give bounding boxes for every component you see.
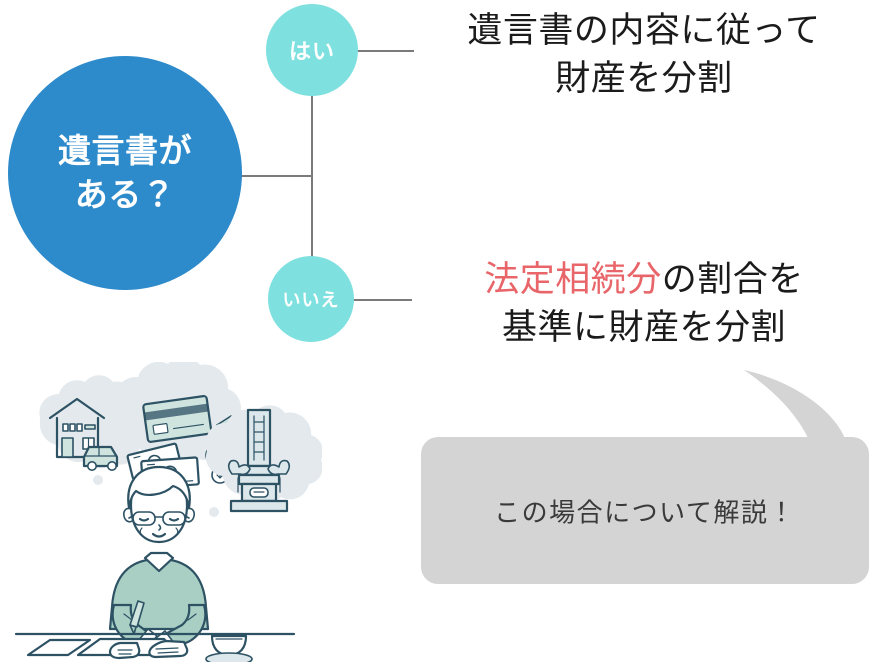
thought-bubble-grave-icon [206,405,322,517]
outcome-yes-line1: 遺言書の内容に従って [467,11,821,50]
outcome-no-line1: 法定相続分の割合を [411,256,877,304]
branch-badge-yes: はい [266,4,358,96]
question-node-label-line1: 遺言書が [58,132,192,170]
outcome-no-line2: 基準に財産を分割 [501,308,786,348]
outcome-no: 法定相続分の割合を 基準に財産を分割 [411,256,877,353]
speech-bubble-tail-icon [744,370,848,452]
outcome-no-highlight: 法定相続分 [484,260,662,299]
connector-question-to-trunk [232,175,312,177]
branch-badge-no-label: いいえ [282,290,340,310]
branch-badge-no: いいえ [268,256,354,342]
connector-yes-to-outcome [356,50,414,52]
outcome-yes: 遺言書の内容に従って 財産を分割 [411,7,877,104]
speech-bubble-text: この場合について解説！ [494,497,796,527]
outcome-yes-line2: 財産を分割 [555,59,733,99]
elderly-man-writing-will-illustration: .ln { fill:none; stroke:#2d5264; stroke-… [14,362,322,662]
outcome-no-line1-rest: の割合を [661,260,804,299]
person-figure [108,465,210,653]
question-node-label-line2: ある？ [74,176,176,213]
teacup-icon [205,634,253,662]
desk-and-writing-items [14,600,296,662]
question-node: 遺言書が ある？ [8,56,242,290]
branch-badge-yes-label: はい [288,39,335,64]
document-sheet-left [26,638,92,657]
speech-bubble: この場合について解説！ [421,437,869,584]
connector-no-to-outcome [352,299,412,301]
connector-trunk-vertical [311,50,313,299]
